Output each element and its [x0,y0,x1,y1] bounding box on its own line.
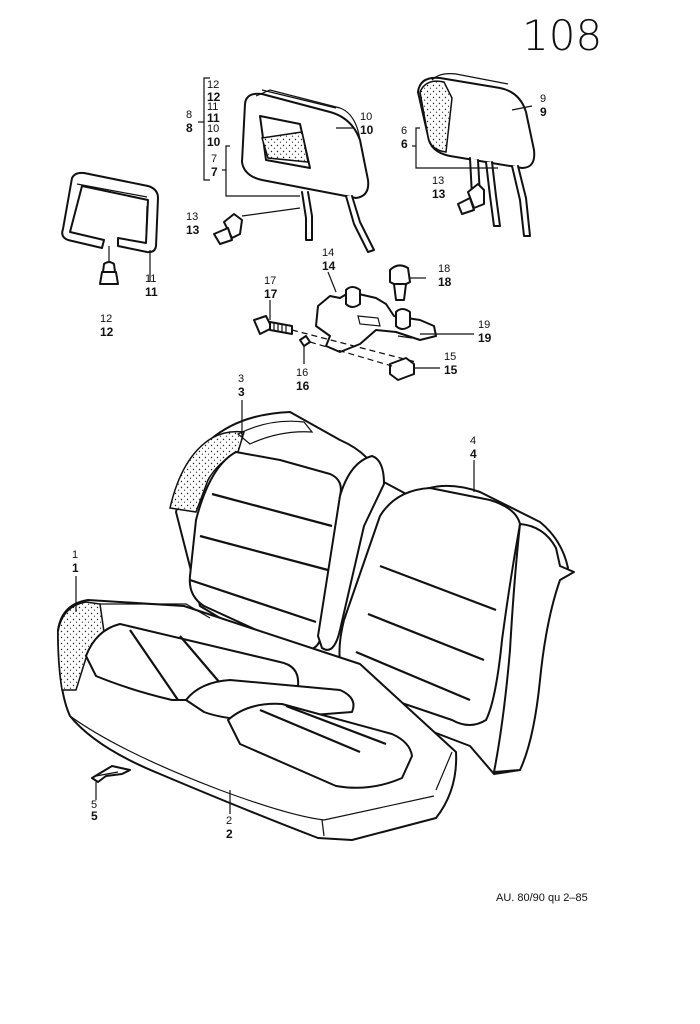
headrest-clip-left [213,207,301,245]
callout-19-top: 19 [478,319,490,331]
callout-4-top: 4 [470,435,476,447]
headrest-right [417,73,536,237]
washer [299,335,311,364]
callout-17-bottom: 17 [264,287,278,301]
callout-11-top-b: 11 [207,111,220,125]
callout-7-bottom: 7 [211,165,218,179]
callout-13-right-bottom: 13 [432,187,446,201]
page-number: 108 [522,11,602,60]
callout-9-top: 9 [540,93,546,105]
callout-8-bottom: 8 [186,121,193,135]
headrest-bracket [315,286,437,353]
bolt [253,315,293,335]
callout-14-bottom: 14 [322,259,336,273]
callout-15-top: 15 [444,351,456,363]
callouts: 1 1 2 2 3 3 4 4 5 5 6 6 7 7 8 8 9 9 10 1… [72,79,547,841]
callout-15-bottom: 15 [444,363,458,377]
callout-2-top: 2 [226,815,232,827]
clip-nut [389,357,440,381]
callout-6-bottom: 6 [401,137,408,151]
callout-3-top: 3 [238,373,244,385]
headrest-cover-frame [61,171,159,254]
callout-10-right-bottom: 10 [360,123,374,137]
callout-7-top: 7 [211,153,217,165]
callout-13-right-top: 13 [432,175,444,187]
callout-5-bottom: 5 [91,809,98,823]
callout-1-top: 1 [72,549,78,561]
callout-18-bottom: 18 [438,275,452,289]
callout-1-bottom: 1 [72,561,79,575]
callout-9-bottom: 9 [540,105,547,119]
callout-5-top: 5 [91,799,97,811]
callout-18-top: 18 [438,263,450,275]
callout-11-frame-bottom: 11 [145,285,158,299]
callout-12-guide-top: 12 [100,313,112,325]
callout-12-top-b: 12 [207,90,221,104]
callout-19-bottom: 19 [478,331,492,345]
callout-13-left-top: 13 [186,211,198,223]
seat-backrest [169,411,575,775]
callout-16-top: 16 [296,367,308,379]
callout-14-top: 14 [322,247,334,259]
callout-17-top: 17 [264,275,276,287]
callout-4-bottom: 4 [470,447,477,461]
seat-cushion [57,599,458,841]
callout-12-top-a: 12 [207,79,219,91]
callout-16-bottom: 16 [296,379,310,393]
callout-2-bottom: 2 [226,827,233,841]
callout-10-left-top: 10 [207,123,219,135]
callout-10-right-top: 10 [360,111,372,123]
drawing-reference-code: AU. 80/90 qu 2–85 [496,892,588,904]
callout-13-left-bottom: 13 [186,223,200,237]
leader-lines [75,77,533,814]
callout-6-top: 6 [401,125,407,137]
callout-10-left-bottom: 10 [207,135,221,149]
headrest-clip-right [457,183,485,215]
callout-11-top-a: 11 [207,101,218,113]
callout-8-top: 8 [186,109,192,121]
headrest-guide-left [99,246,119,285]
headrest-guide-knob [389,264,426,301]
callout-12-guide-bottom: 12 [100,325,114,339]
callout-3-bottom: 3 [238,385,245,399]
callout-11-frame-top: 11 [145,273,156,285]
headrest-center [241,89,375,253]
seat-clip [91,765,131,800]
